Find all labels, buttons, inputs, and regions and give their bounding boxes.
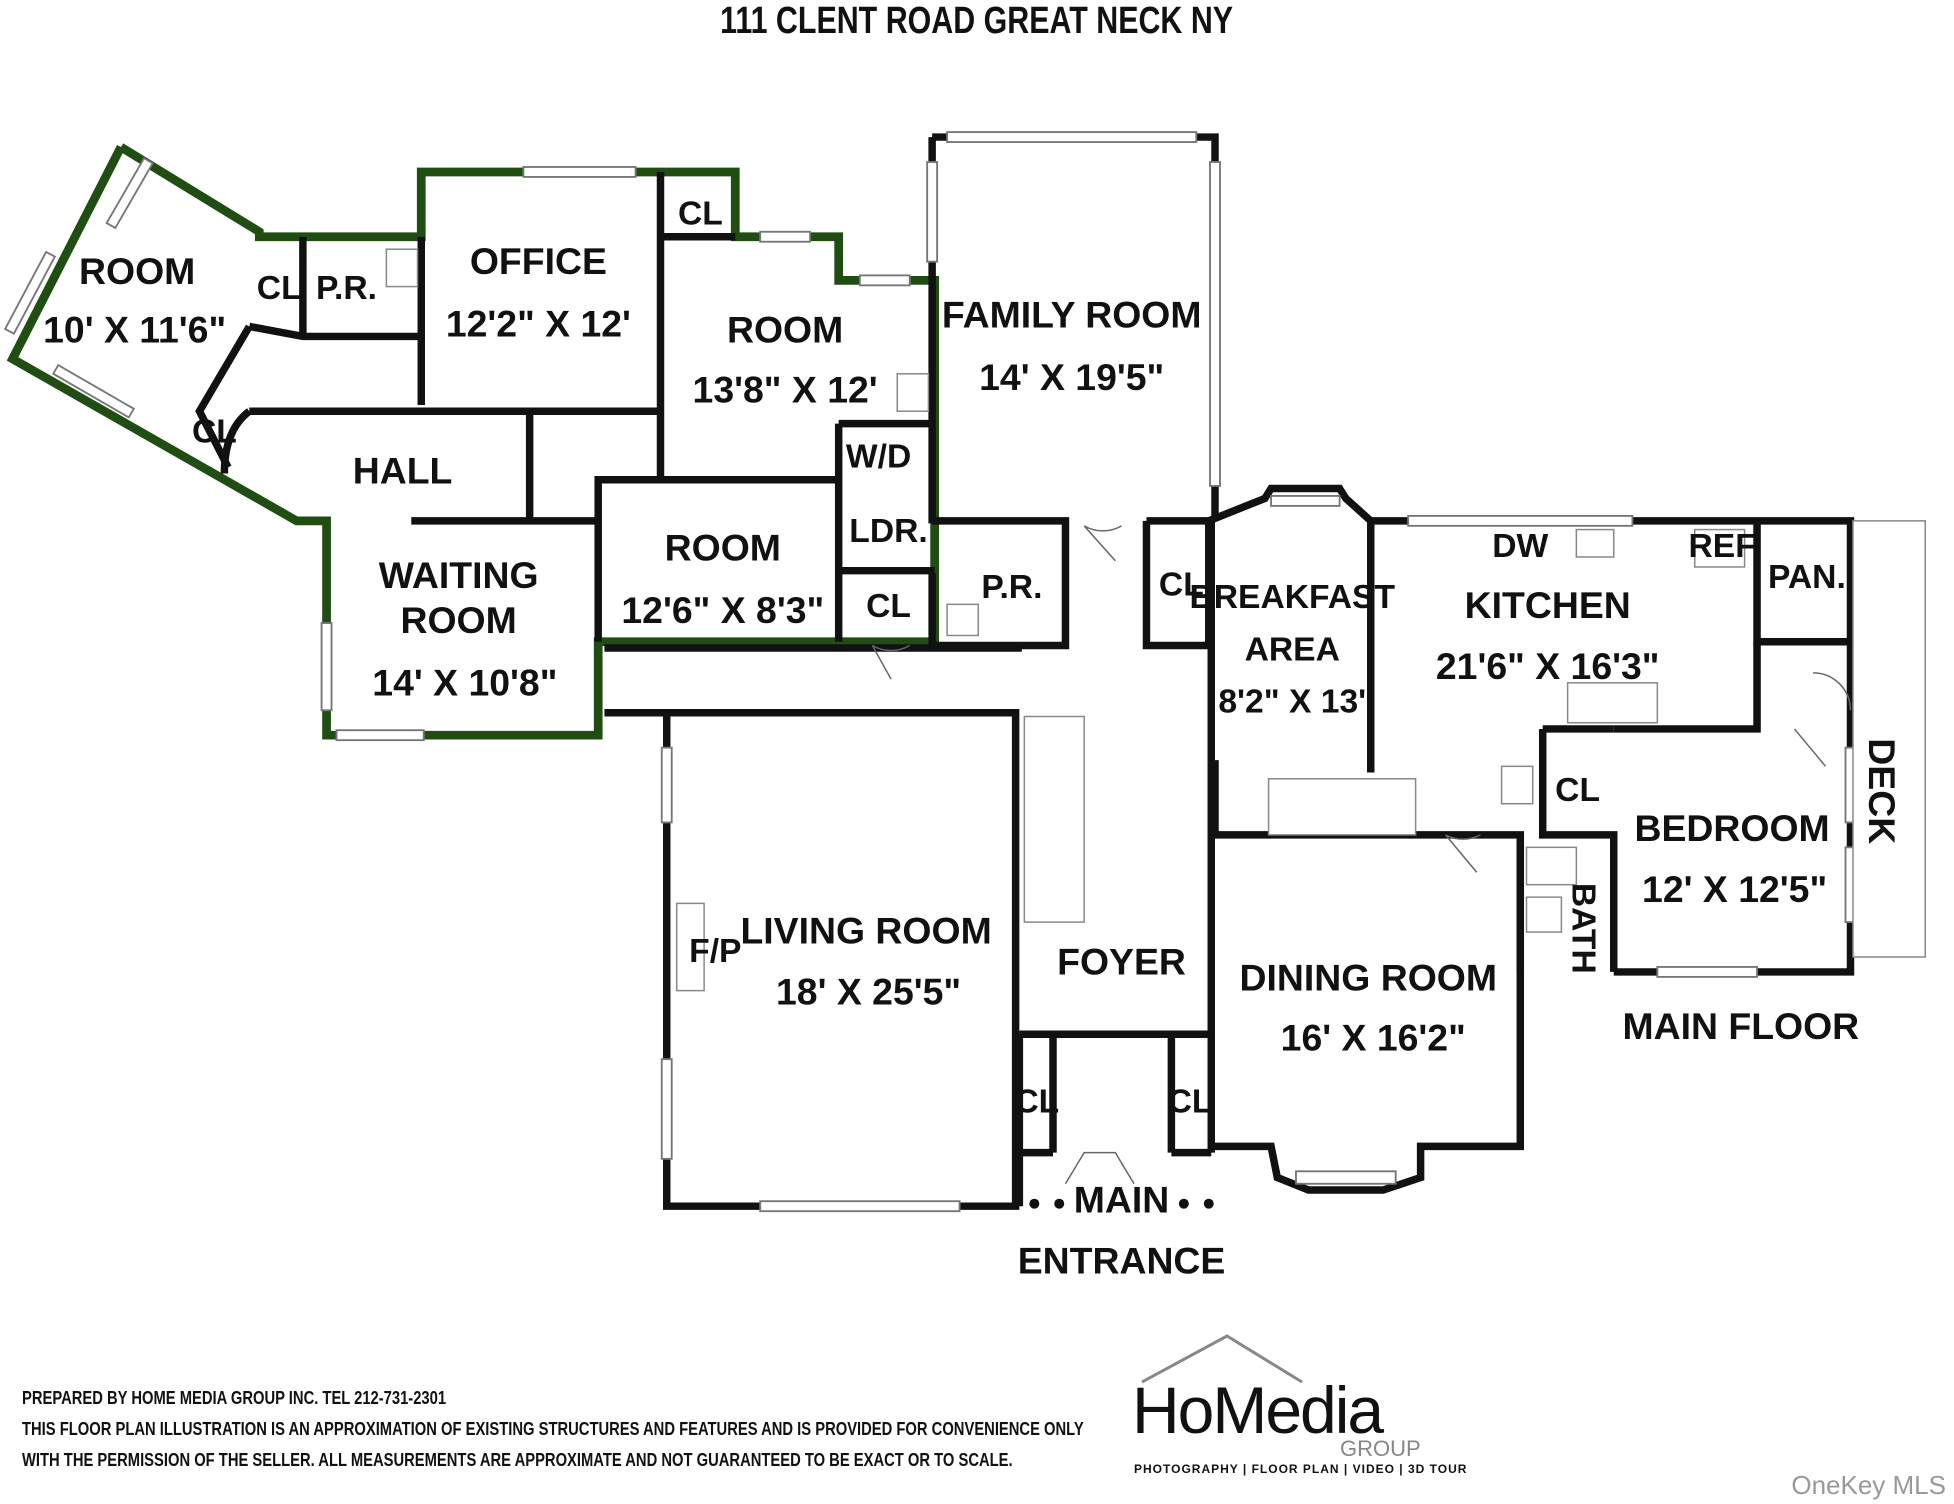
entrance-dots xyxy=(1029,1198,1214,1209)
bath-label: BATH xyxy=(1565,883,1602,974)
dishwasher-label: DW xyxy=(1492,528,1548,565)
logo-wordmark: HoMedia xyxy=(1132,1373,1384,1447)
closet-label: CL xyxy=(866,588,911,625)
bedroom-size: 12' X 12'5" xyxy=(1642,868,1827,910)
kitchen-name: KITCHEN xyxy=(1465,584,1631,626)
powder-room-label: P.R. xyxy=(981,569,1042,606)
deck xyxy=(1852,520,1927,958)
room3-size: 12'6" X 8'3" xyxy=(621,589,824,631)
family-room-size: 14' X 19'5" xyxy=(979,356,1164,398)
fireplace-label: F/P xyxy=(689,933,741,970)
main-entrance-label2: ENTRANCE xyxy=(1018,1239,1226,1281)
closet-label: CL xyxy=(192,413,237,450)
logo-tagline: PHOTOGRAPHY | FLOOR PLAN | VIDEO | 3D TO… xyxy=(1134,1462,1468,1476)
room2-name: ROOM xyxy=(727,309,843,351)
waiting-room-name2: ROOM xyxy=(400,599,516,641)
dining-room-name: DINING ROOM xyxy=(1240,957,1497,999)
living-room-name: LIVING ROOM xyxy=(740,909,991,951)
logo-group: GROUP xyxy=(1340,1436,1421,1461)
fixtures xyxy=(385,248,1746,992)
office-name: OFFICE xyxy=(470,240,607,282)
stairs xyxy=(1023,715,1417,923)
living-room-size: 18' X 25'5" xyxy=(776,970,961,1012)
room-labels: ROOM 10' X 11'6" CL P.R. OFFICE 12'2" X … xyxy=(43,195,1903,1281)
office-size: 12'2" X 12' xyxy=(446,302,631,344)
breakfast-area-name2: AREA xyxy=(1245,631,1340,668)
closet-label: CL xyxy=(1168,1084,1213,1121)
mls-watermark: OneKey MLS xyxy=(1791,1470,1946,1500)
main-entrance-label: MAIN xyxy=(1074,1178,1170,1220)
refrigerator-label: REF xyxy=(1689,528,1756,565)
room1-size: 10' X 11'6" xyxy=(43,309,226,351)
doors xyxy=(871,525,1852,1185)
bedroom-name: BEDROOM xyxy=(1635,807,1830,849)
breakfast-area-size: 8'2" X 13' xyxy=(1218,684,1366,721)
dining-room-size: 16' X 16'2" xyxy=(1281,1016,1466,1058)
foyer-label: FOYER xyxy=(1057,940,1186,982)
family-room-name: FAMILY ROOM xyxy=(942,294,1202,336)
closet-label: CL xyxy=(678,195,723,232)
deck-label: DECK xyxy=(1861,738,1903,844)
room3-name: ROOM xyxy=(665,527,781,569)
hall-label: HALL xyxy=(353,449,453,491)
closet-label: CL xyxy=(1159,567,1204,604)
kitchen-size: 21'6" X 16'3" xyxy=(1436,645,1660,687)
footer-disclaimer-1: THIS FLOOR PLAN ILLUSTRATION IS AN APPRO… xyxy=(22,1419,1084,1439)
powder-room-label: P.R. xyxy=(316,270,377,307)
footer-prepared-by: PREPARED BY HOME MEDIA GROUP INC. TEL 21… xyxy=(22,1388,447,1408)
plan-title: 111 CLENT ROAD GREAT NECK NY xyxy=(720,0,1234,42)
homedia-logo: HoMedia GROUP PHOTOGRAPHY | FLOOR PLAN |… xyxy=(1132,1334,1466,1480)
floor-label: MAIN FLOOR xyxy=(1622,1005,1859,1047)
waiting-room-name: WAITING xyxy=(379,554,539,596)
laundry-label: LDR. xyxy=(849,513,927,550)
breakfast-area-name: BREAKFAST xyxy=(1190,579,1396,616)
closet-label: CL xyxy=(257,270,302,307)
house-roof-icon xyxy=(1141,1334,1303,1384)
waiting-room-size: 14' X 10'8" xyxy=(372,661,557,703)
room1-name: ROOM xyxy=(79,250,195,292)
closet-label: CL xyxy=(1014,1084,1059,1121)
room2-size: 13'8" X 12' xyxy=(693,368,878,410)
washer-dryer-label: W/D xyxy=(846,438,911,475)
windows xyxy=(3,131,1857,1213)
closet-label: CL xyxy=(1555,772,1600,809)
footer-disclaimer-2: WITH THE PERMISSION OF THE SELLER. ALL M… xyxy=(22,1450,1013,1470)
pantry-label: PAN. xyxy=(1768,559,1846,596)
